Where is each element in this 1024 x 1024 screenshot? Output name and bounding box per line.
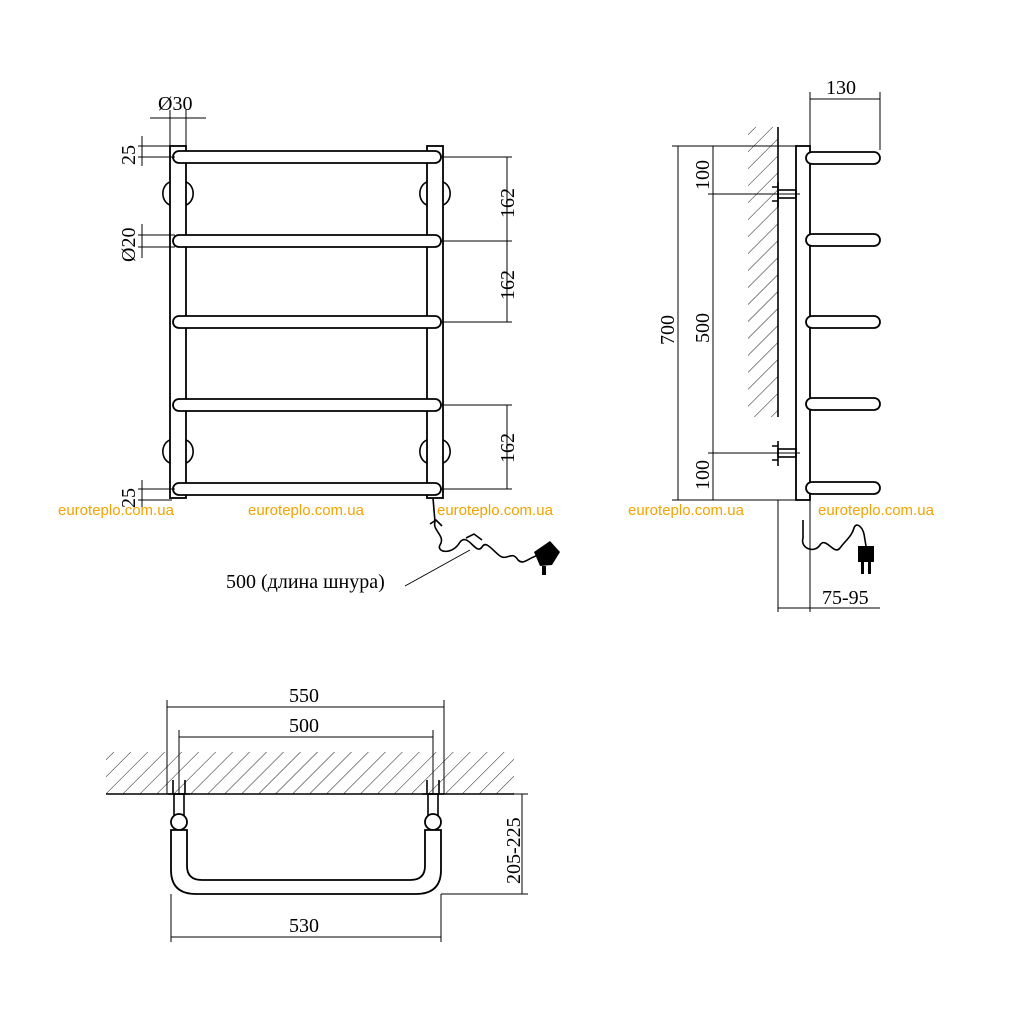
cord-leader [404,549,471,587]
dim-mount-bottom: 100 [692,460,714,490]
watermark-text: euroteplo.com.ua [248,502,365,519]
watermark-text: euroteplo.com.ua [628,502,745,519]
dim-spacing-2: 162 [497,270,519,300]
dim-lines-top [166,700,528,942]
dim-mount-top: 100 [692,160,714,190]
side-plug-icon [858,546,874,574]
dim-diam-pipe: Ø30 [158,93,192,115]
dim-wall-gap: 75-95 [822,587,869,609]
front-view: Ø30 25 Ø20 25 162 162 162 500 (длина шну… [118,93,560,593]
wall-hatch-side [748,127,778,417]
power-cord [429,497,541,563]
dim-projection: 205-225 [503,817,525,884]
top-left-joint [170,813,188,831]
dim-depth: 130 [826,77,856,99]
side-rungs [805,151,881,495]
top-u-rail [170,829,442,895]
rung-1 [172,150,442,164]
dim-lines-front [138,110,512,508]
dim-mount-center: 500 [692,313,714,343]
dim-spacing-3: 162 [497,433,519,463]
dim-overall-height: 700 [657,315,679,345]
dim-axis-distance: 500 [289,715,319,737]
rung-4 [172,398,442,412]
dim-top-offset: 25 [118,145,140,165]
dim-lines-side [672,92,881,612]
side-view: 130 700 100 500 100 75-95 [657,77,881,612]
rung-5 [172,482,442,496]
front-mount-brackets [162,181,451,464]
watermark-text: euroteplo.com.ua [818,502,935,519]
watermark-text: euroteplo.com.ua [437,502,554,519]
wall-hatch-top [106,752,514,794]
dim-spacing-1: 162 [497,188,519,218]
top-view: 550 500 530 205-225 [106,685,528,942]
watermarks: euroteplo.com.ua euroteplo.com.ua eurote… [58,502,935,519]
dim-overall-width: 550 [289,685,319,707]
rung-3 [172,315,442,329]
cord-length-label: 500 (длина шнура) [226,571,385,593]
side-power-cord [801,520,867,551]
plug-icon [534,541,560,575]
watermark-text: euroteplo.com.ua [58,502,175,519]
rung-2 [172,234,442,248]
dim-rail-width: 530 [289,915,319,937]
dim-diam-rung: Ø20 [118,228,140,262]
dim-bottom-offset: 25 [118,488,140,508]
top-right-joint [424,813,442,831]
